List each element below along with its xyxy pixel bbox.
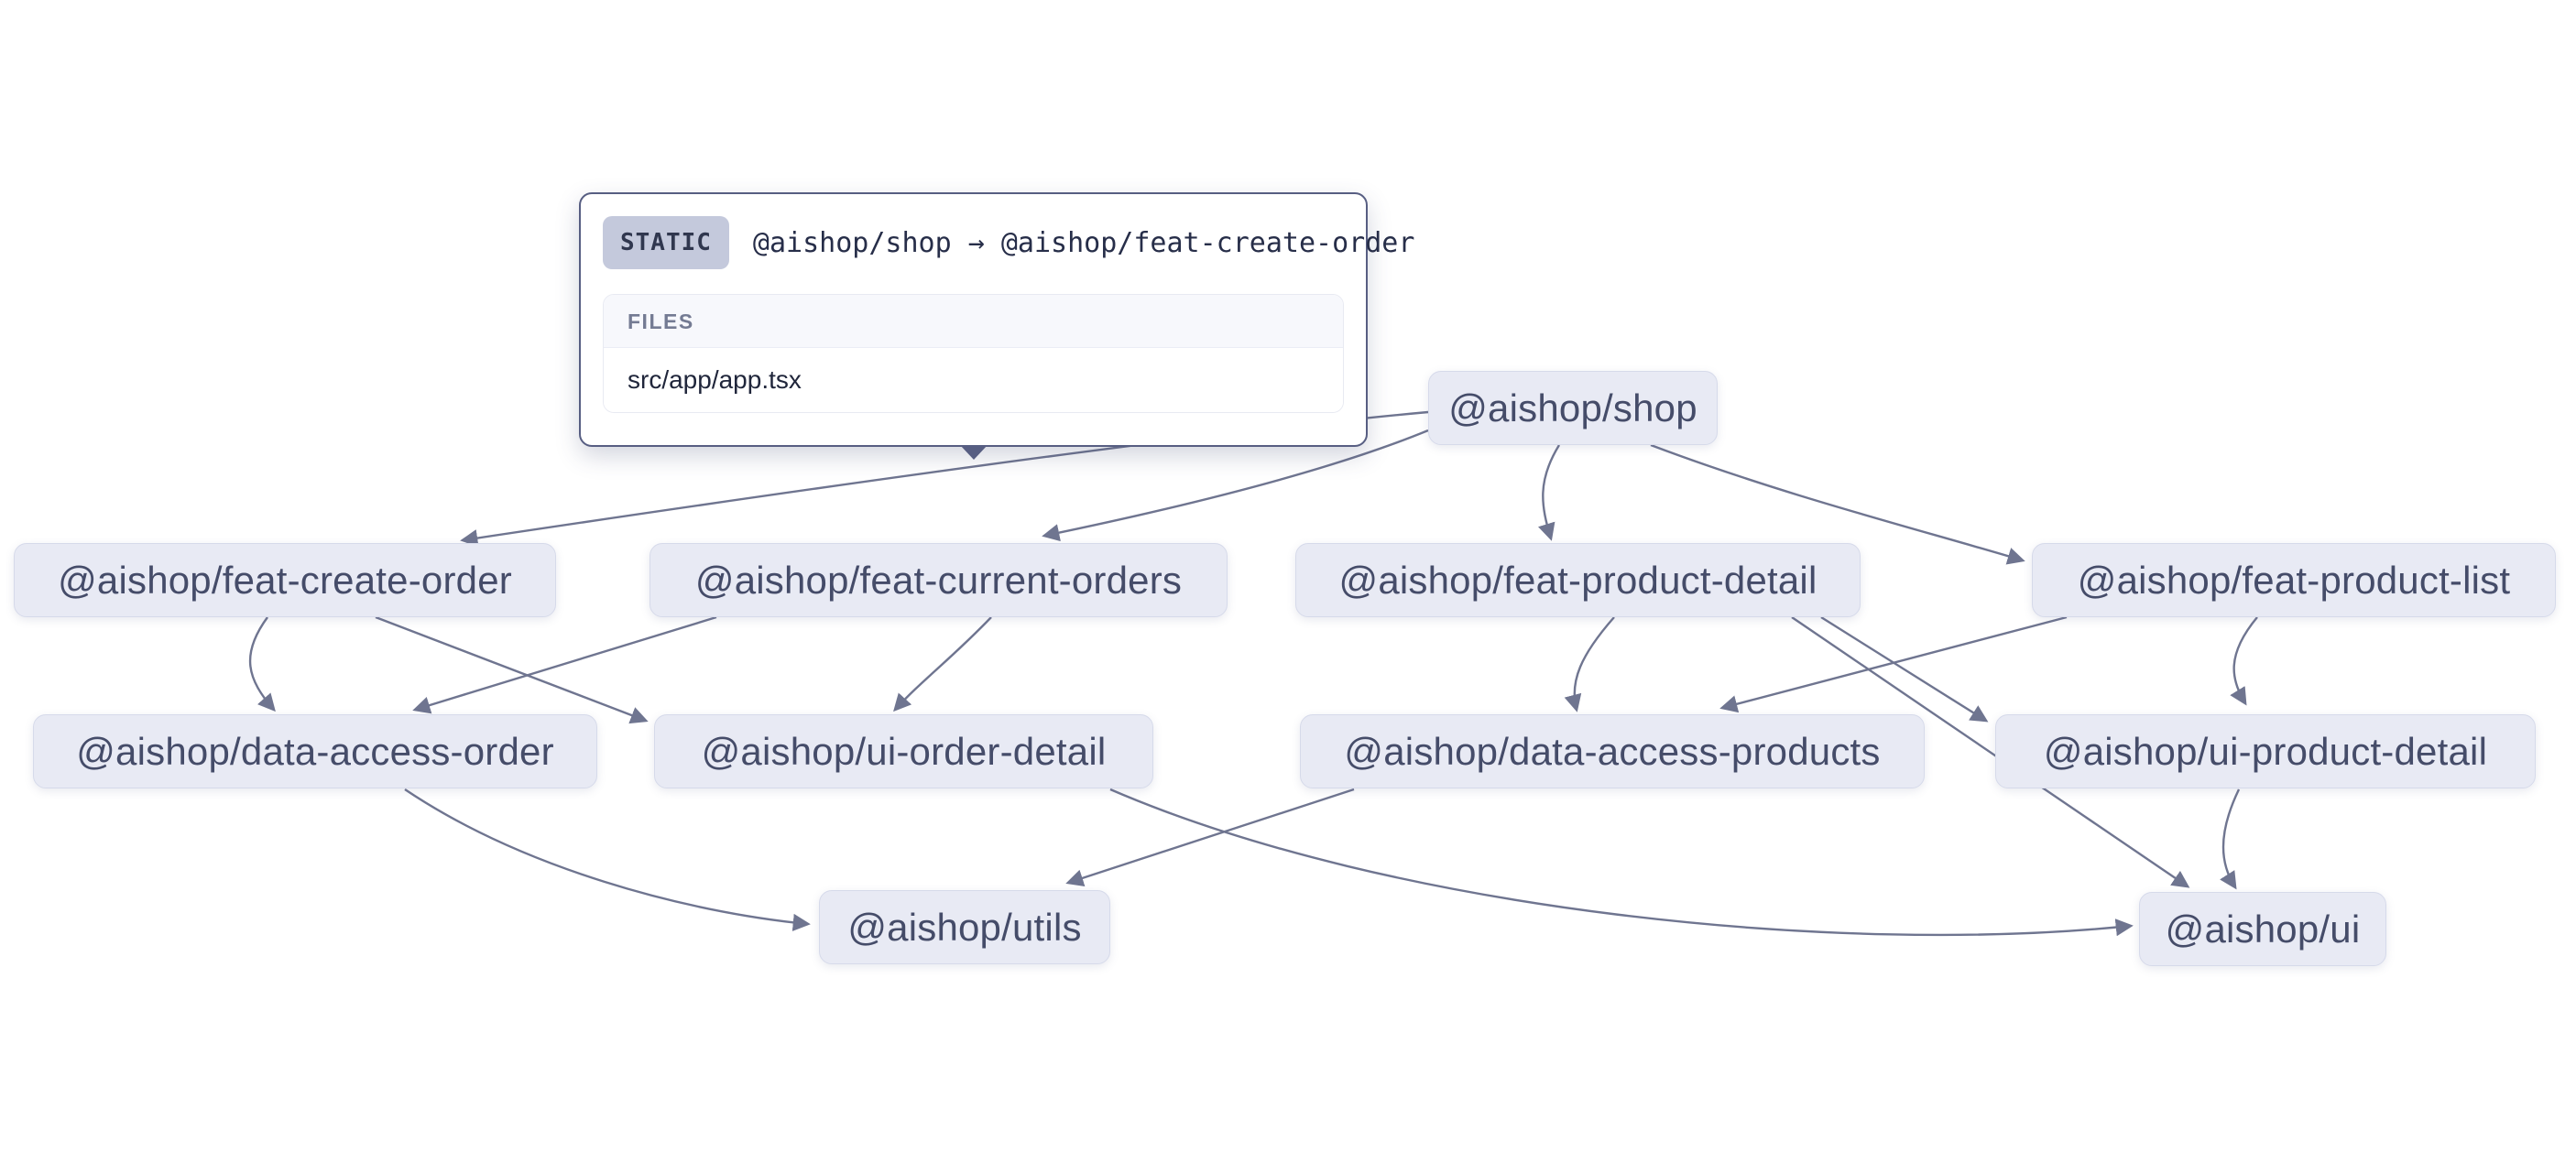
edge-shop-feat-product-list[interactable]: [1650, 443, 2025, 565]
edge-feat-create-order-ui-order-detail[interactable]: [375, 615, 649, 724]
node-feat-create-order[interactable]: @aishop/feat-create-order: [14, 543, 556, 617]
tooltip-header: STATIC @aishop/shop → @aishop/feat-creat…: [603, 216, 1414, 269]
edge-feat-product-list-data-access-products[interactable]: [1719, 615, 2068, 713]
tooltip-caret-icon: [960, 445, 988, 460]
node-ui-product-detail[interactable]: @aishop/ui-product-detail: [1995, 714, 2536, 788]
edge-feat-product-detail-ui[interactable]: [1791, 616, 2190, 888]
node-feat-product-list[interactable]: @aishop/feat-product-list: [2032, 543, 2556, 617]
node-ui[interactable]: @aishop/ui: [2139, 892, 2386, 966]
edge-feat-current-orders-data-access-order[interactable]: [412, 615, 717, 714]
files-panel: FILES src/app/app.tsx: [603, 294, 1344, 413]
edge-group: [248, 410, 2258, 937]
node-feat-product-detail[interactable]: @aishop/feat-product-detail: [1295, 543, 1861, 617]
tooltip-title: @aishop/shop → @aishop/feat-create-order: [752, 226, 1415, 259]
node-shop[interactable]: @aishop/shop: [1428, 371, 1718, 445]
edge-feat-current-orders-ui-order-detail[interactable]: [893, 616, 992, 712]
edge-feat-product-detail-ui-product-detail[interactable]: [1820, 615, 1989, 723]
node-data-access-products[interactable]: @aishop/data-access-products: [1300, 714, 1925, 788]
node-feat-current-orders[interactable]: @aishop/feat-current-orders: [649, 543, 1228, 617]
edge-feat-create-order-data-access-order[interactable]: [248, 616, 276, 712]
node-utils[interactable]: @aishop/utils: [819, 890, 1110, 964]
node-ui-order-detail[interactable]: @aishop/ui-order-detail: [654, 714, 1153, 788]
edge-tooltip: STATIC @aishop/shop → @aishop/feat-creat…: [579, 192, 1414, 460]
file-item: src/app/app.tsx: [604, 348, 1343, 412]
edge-shop-feat-product-detail[interactable]: [1538, 444, 1561, 541]
edge-shop-feat-current-orders[interactable]: [1042, 429, 1429, 542]
edge-feat-product-detail-data-access-products[interactable]: [1564, 616, 1615, 712]
node-data-access-order[interactable]: @aishop/data-access-order: [33, 714, 597, 788]
edge-ui-order-detail-ui[interactable]: [1109, 788, 2134, 937]
edge-ui-product-detail-ui[interactable]: [2220, 788, 2241, 890]
edge-feat-product-list-ui-product-detail[interactable]: [2230, 616, 2258, 706]
files-header-label: FILES: [604, 295, 1343, 348]
files-list: src/app/app.tsx: [604, 348, 1343, 412]
edge-data-access-products-utils[interactable]: [1065, 788, 1355, 887]
edge-type-badge: STATIC: [603, 216, 729, 269]
edge-data-access-order-utils[interactable]: [404, 788, 811, 931]
